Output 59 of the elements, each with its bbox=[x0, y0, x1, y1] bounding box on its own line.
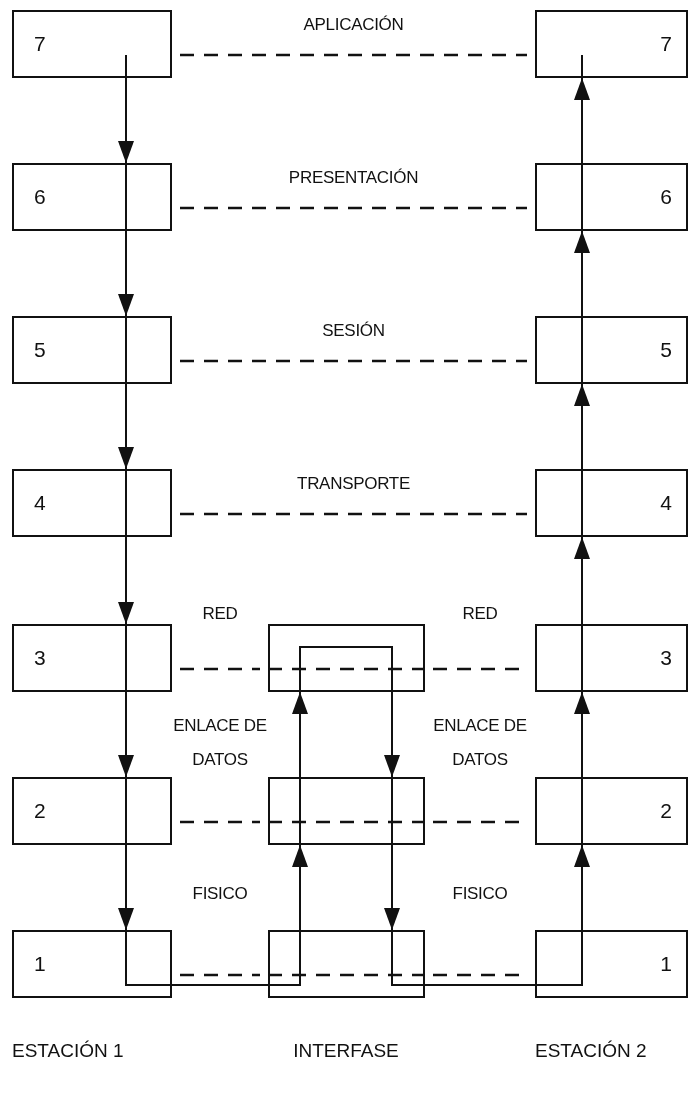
layer-box bbox=[535, 777, 688, 845]
arrow bbox=[118, 77, 134, 164]
layer-box bbox=[535, 10, 688, 78]
layer-number: 1 bbox=[660, 952, 672, 976]
layer-number: 4 bbox=[660, 491, 672, 515]
column-label: ESTACIÓN 2 bbox=[535, 1040, 647, 1062]
arrow bbox=[574, 691, 590, 778]
arrow bbox=[574, 383, 590, 470]
layer-number: 2 bbox=[34, 799, 46, 823]
arrow bbox=[292, 844, 308, 931]
column-label: INTERFASE bbox=[293, 1040, 399, 1062]
arrow bbox=[118, 844, 134, 931]
dashed-line bbox=[180, 206, 527, 210]
layer-number: 3 bbox=[660, 646, 672, 670]
layer-number: 4 bbox=[34, 491, 46, 515]
dashed-line bbox=[180, 359, 527, 363]
layer-number: 7 bbox=[660, 32, 672, 56]
dashed-line bbox=[180, 820, 260, 824]
layer-box bbox=[12, 469, 172, 537]
layer-box bbox=[12, 777, 172, 845]
arrow bbox=[574, 844, 590, 931]
layer-box bbox=[535, 624, 688, 692]
column-label: ESTACIÓN 1 bbox=[12, 1040, 124, 1062]
dashed-line bbox=[180, 973, 260, 977]
arrow bbox=[118, 383, 134, 470]
layer-number: 3 bbox=[34, 646, 46, 670]
dashed-line bbox=[180, 512, 527, 516]
layer-number: 5 bbox=[660, 338, 672, 362]
connector-line bbox=[171, 984, 269, 986]
layer-number: 6 bbox=[660, 185, 672, 209]
arrow bbox=[118, 691, 134, 778]
layer-number: 6 bbox=[34, 185, 46, 209]
arrow bbox=[118, 230, 134, 317]
arrow bbox=[292, 691, 308, 778]
layer-box bbox=[12, 930, 172, 998]
layer-box bbox=[12, 10, 172, 78]
layer-box bbox=[535, 316, 688, 384]
interface-layer-box bbox=[268, 777, 425, 845]
arrow bbox=[384, 844, 400, 931]
layer-number: 1 bbox=[34, 952, 46, 976]
arrow bbox=[574, 77, 590, 164]
layer-box bbox=[535, 469, 688, 537]
arrow bbox=[574, 230, 590, 317]
arrow bbox=[118, 536, 134, 625]
layer-box bbox=[535, 930, 688, 998]
dashed-line bbox=[180, 53, 527, 57]
layer-box bbox=[12, 624, 172, 692]
interface-layer-box bbox=[268, 930, 425, 998]
dashed-line bbox=[180, 667, 260, 671]
layer-box bbox=[12, 316, 172, 384]
connector-line bbox=[424, 984, 536, 986]
arrow bbox=[574, 536, 590, 625]
interface-layer-box bbox=[268, 624, 425, 692]
layer-number: 7 bbox=[34, 32, 46, 56]
layer-number: 2 bbox=[660, 799, 672, 823]
layer-box bbox=[535, 163, 688, 231]
layer-number: 5 bbox=[34, 338, 46, 362]
layer-box bbox=[12, 163, 172, 231]
arrow bbox=[384, 691, 400, 778]
